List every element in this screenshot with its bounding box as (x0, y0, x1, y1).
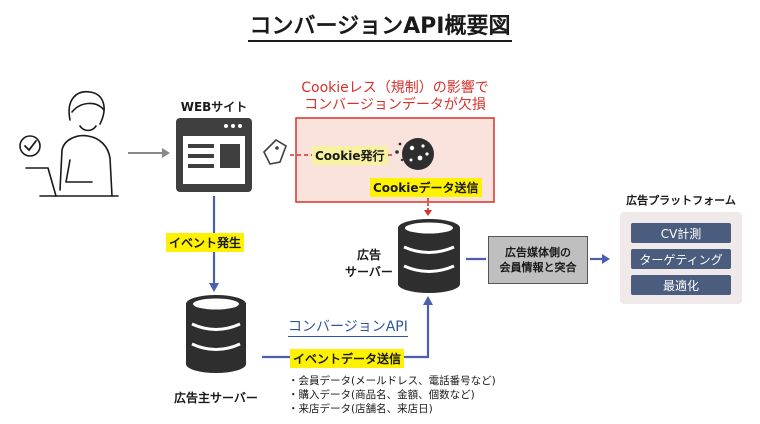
member-match-box: 広告媒体側の 会員情報と突合 (488, 236, 588, 284)
advertiser-server-database-icon (186, 295, 246, 373)
cookie-send-label: Cookieデータ送信 (370, 178, 482, 197)
advertiser-server-label: 広告主サーバー (174, 391, 258, 405)
platform-item-optimize: 最適化 (631, 275, 731, 295)
person-at-laptop-icon (25, 91, 119, 197)
match-box-line-1: 広告媒体側の (505, 246, 571, 259)
checkmark-bubble-icon (19, 135, 41, 157)
page-title: コンバージョンAPI概要図 (0, 8, 760, 42)
warning-line-2: コンバージョンデータが欠損 (304, 97, 486, 113)
event-data-send-label: イベントデータ送信 (290, 349, 405, 368)
platform-title: 広告プラットフォーム (626, 194, 736, 207)
platform-item-cv: CV計測 (631, 223, 731, 243)
ad-server-label: 広告 サーバー (342, 247, 396, 281)
data-type-list: ・会員データ(メールドレス、電話番号など) ・購入データ(商品名、金額、個数など… (288, 374, 496, 416)
data-list-item: ・会員データ(メールドレス、電話番号など) (288, 375, 496, 387)
match-box-line-2: 会員情報と突合 (499, 261, 577, 274)
cookie-icon (395, 138, 434, 170)
tag-icon (263, 138, 287, 165)
platform-item-targeting: ターゲティング (631, 249, 731, 269)
cookie-issue-label: Cookie発行 (312, 146, 388, 165)
ad-server-database-icon (398, 219, 460, 293)
cookie-warning-text: Cookieレス（規制）の影響で コンバージョンデータが欠損 (296, 80, 494, 114)
ad-server-label-line-1: 広告 (356, 248, 381, 262)
conversion-api-label: コンバージョンAPI (288, 316, 408, 337)
warning-line-1: Cookieレス（規制）の影響で (301, 80, 489, 96)
data-list-item: ・購入データ(商品名、金額、個数など) (288, 389, 475, 401)
web-site-label: WEBサイト (180, 100, 248, 114)
ad-server-label-line-2: サーバー (345, 265, 393, 279)
browser-window-icon (176, 118, 252, 192)
data-list-item: ・来店データ(店舗名、来店日) (288, 403, 433, 415)
event-occur-label: イベント発生 (166, 233, 245, 252)
